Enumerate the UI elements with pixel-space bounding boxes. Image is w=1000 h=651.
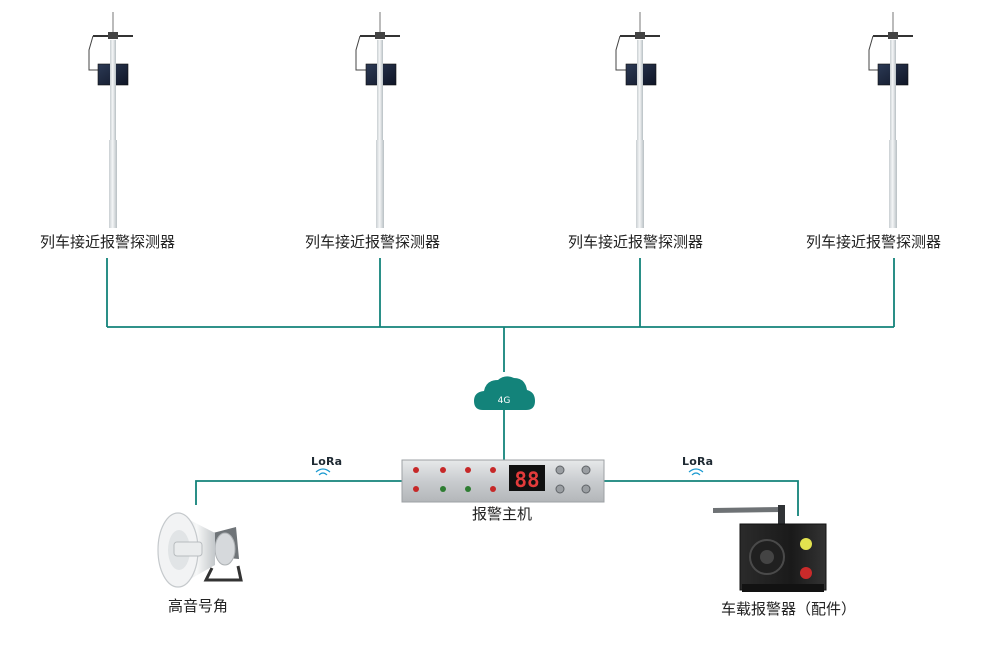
wifi-signal-icon-left	[315, 468, 331, 476]
host-control-buttons	[555, 465, 591, 494]
wifi-signal-icon-right	[688, 468, 704, 476]
cloud-label: 4G	[498, 396, 511, 406]
alarm-host-device: 88	[401, 459, 605, 503]
network-lines	[106, 258, 895, 516]
cloud-4g-icon: 4G	[474, 376, 535, 410]
detector-pole-2	[355, 12, 400, 228]
lora-label-left: LoRa	[311, 455, 343, 468]
horn-label: 高音号角	[168, 597, 229, 615]
detector-label-3: 列车接近报警探测器	[568, 233, 704, 251]
detector-label-2: 列车接近报警探测器	[305, 233, 441, 251]
detector-pole-1	[88, 12, 133, 228]
detector-label-4: 列车接近报警探测器	[806, 233, 942, 251]
vehicle-alarm-device	[713, 505, 827, 592]
detector-pole-4	[868, 12, 913, 228]
detector-label-1: 列车接近报警探测器	[40, 233, 176, 251]
vehicle-alarm-label: 车载报警器（配件）	[721, 600, 857, 618]
horn-speaker	[157, 512, 243, 588]
detector-pole-3	[615, 12, 660, 228]
host-segment-display: 88	[514, 468, 539, 492]
host-label: 报警主机	[472, 505, 533, 523]
lora-label-right: LoRa	[682, 455, 714, 468]
host-indicator-leds	[413, 467, 496, 492]
